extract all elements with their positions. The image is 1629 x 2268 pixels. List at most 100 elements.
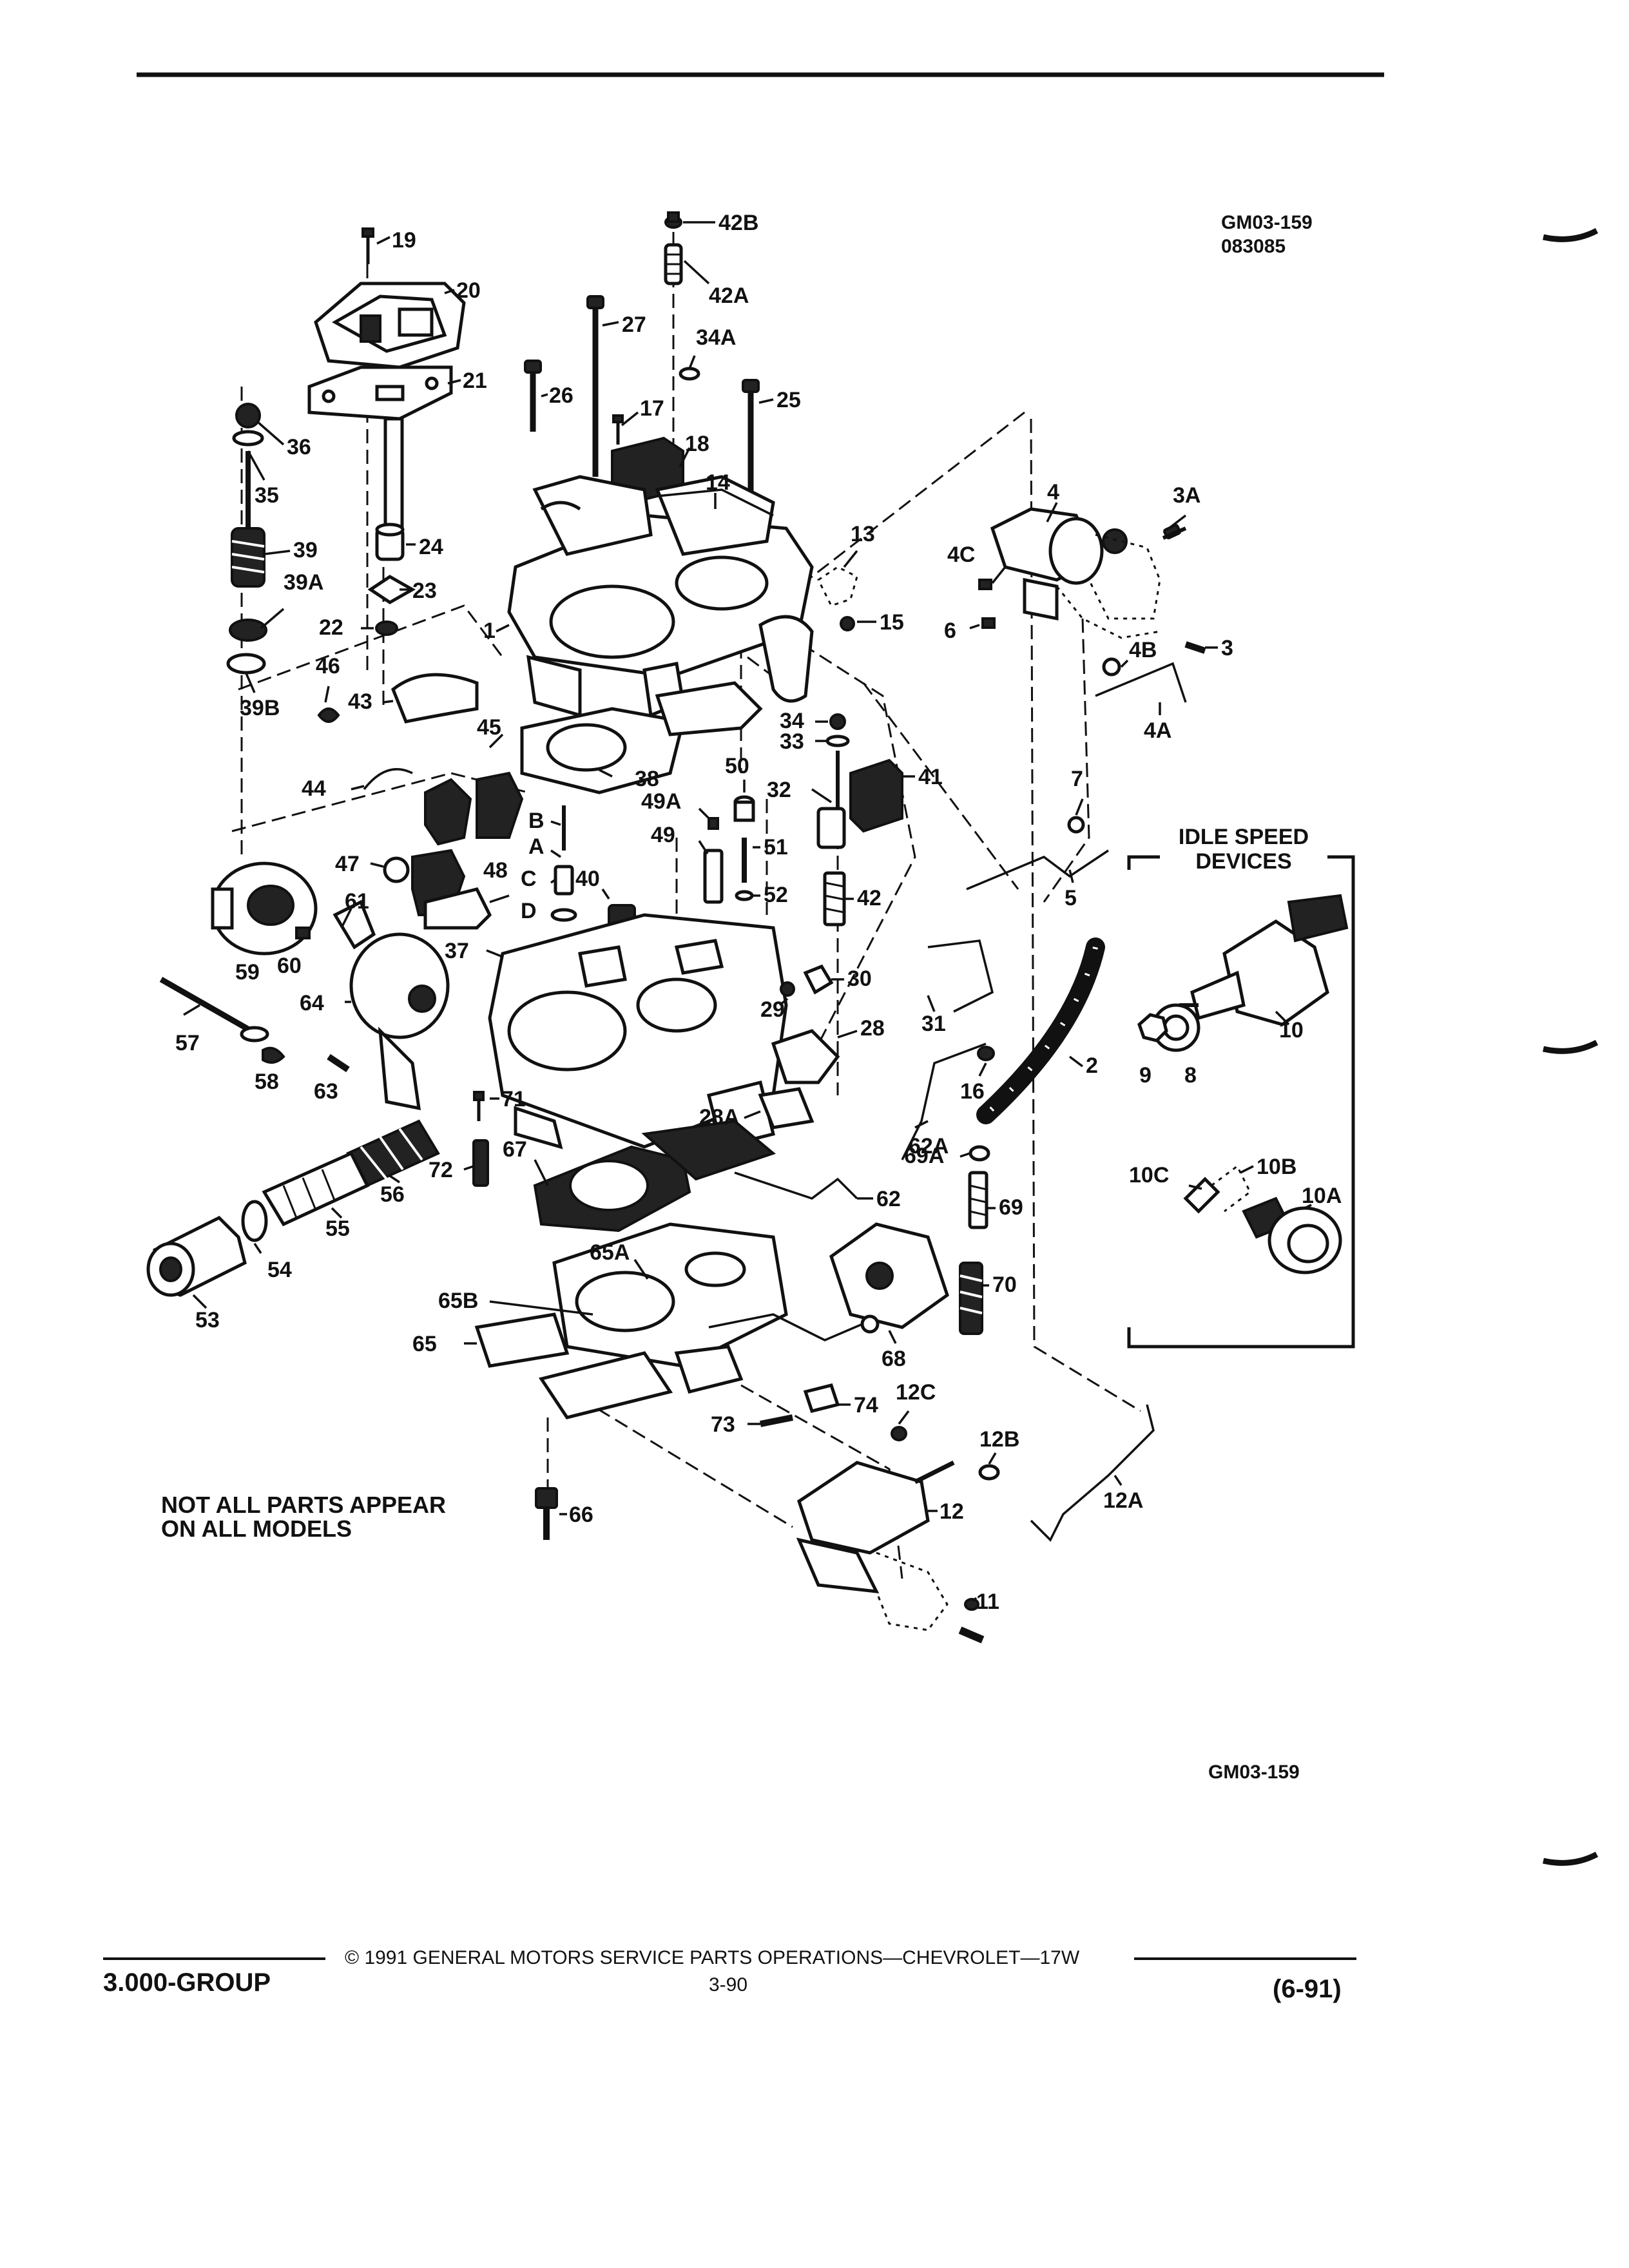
screw-27: [586, 295, 604, 477]
part-71: [473, 1091, 485, 1121]
callout-27: 27: [622, 312, 646, 337]
idle-box-title-1: IDLE SPEED: [1179, 825, 1309, 849]
choke-lever: [758, 615, 814, 703]
line-62A: [901, 1043, 987, 1160]
callout-41: 41: [918, 765, 943, 789]
part-69A: [969, 1145, 990, 1162]
part-15: [840, 616, 855, 631]
callout-59: 59: [235, 960, 260, 985]
callout-7: 7: [1071, 767, 1083, 791]
callout-36: 36: [287, 435, 311, 459]
screw-3: [1184, 641, 1206, 654]
part-16: [977, 1046, 995, 1061]
callout-67: 67: [503, 1137, 527, 1162]
callout-12: 12: [940, 1499, 964, 1524]
gasket-top-right: [655, 681, 763, 736]
figure-code-bottom: GM03-159: [1208, 1762, 1300, 1783]
part-4C: [978, 579, 992, 590]
screw-26: [524, 360, 542, 432]
part-10C: [1183, 1177, 1220, 1214]
callout-42a: 42A: [709, 284, 749, 308]
idle-box-title-2: DEVICES: [1195, 849, 1291, 874]
clip-44: [363, 768, 413, 791]
callout-24: 24: [419, 535, 443, 559]
callout-66: 66: [569, 1503, 593, 1527]
callout-18: 18: [685, 432, 709, 456]
part-22: [375, 620, 398, 636]
callout-23: 23: [412, 579, 437, 603]
callout-3: 3: [1221, 636, 1233, 660]
callout-65b: 65B: [438, 1289, 478, 1313]
callout-14: 14: [706, 470, 730, 495]
screw-3A: [1162, 523, 1187, 540]
callout-35: 35: [255, 483, 279, 508]
callout-60: 60: [277, 954, 302, 978]
lock-washer-8: [1152, 1003, 1200, 1052]
models-note-line2: ON ALL MODELS: [161, 1515, 352, 1542]
callout-72: 72: [429, 1158, 453, 1182]
part-35: [232, 430, 264, 447]
callout-57: 57: [175, 1031, 200, 1055]
callout-65a: 65A: [590, 1240, 630, 1265]
part-29: [780, 981, 795, 997]
part-48: [423, 887, 492, 930]
binder-mark-3: [1543, 1851, 1599, 1866]
callout-55: 55: [325, 1216, 350, 1241]
float-bowl-37: [488, 913, 788, 1149]
air-horn-1: [507, 475, 814, 718]
callout-d: D: [521, 899, 537, 923]
callout-43: 43: [348, 689, 372, 714]
callout-19: 19: [392, 228, 416, 253]
callout-61: 61: [345, 889, 369, 914]
callout-71: 71: [501, 1087, 526, 1111]
part-33: [825, 735, 850, 747]
footer-group: 3.000-GROUP: [103, 1968, 271, 1997]
callout-56: 56: [380, 1182, 405, 1207]
callout-68: 68: [882, 1347, 906, 1371]
part-23: [367, 575, 416, 604]
callout-16: 16: [960, 1079, 985, 1104]
screw-11: [958, 1598, 985, 1644]
models-note-line1: NOT ALL PARTS APPEAR: [161, 1492, 446, 1518]
callout-28: 28: [860, 1016, 885, 1041]
callout-10c: 10C: [1129, 1163, 1169, 1187]
screw-19: [361, 227, 374, 264]
footer-copyright: © 1991 GENERAL MOTORS SERVICE PARTS OPER…: [345, 1947, 1080, 1968]
vacuum-break-12: [796, 1460, 955, 1631]
callout-48: 48: [483, 858, 508, 883]
callout-54: 54: [267, 1258, 292, 1282]
callout-34a: 34A: [696, 325, 736, 350]
callout-47: 47: [335, 852, 360, 876]
part-42A: [664, 243, 683, 285]
leader-lines: [183, 221, 1312, 1602]
callout-12b: 12B: [979, 1427, 1019, 1452]
choke-housing-20: [314, 282, 466, 369]
callout-c: C: [521, 867, 537, 891]
part-52: [735, 890, 754, 901]
callout-44: 44: [302, 776, 326, 801]
callout-21: 21: [463, 369, 487, 393]
part-6: [981, 617, 996, 629]
callout-53: 53: [195, 1308, 220, 1332]
callout-1: 1: [483, 619, 496, 643]
callout-65: 65: [412, 1332, 437, 1356]
callout-12c: 12C: [896, 1380, 936, 1405]
callout-42: 42: [857, 886, 882, 910]
part-60: [295, 927, 311, 939]
footer-page-number: 3-90: [709, 1974, 747, 1995]
callout-4b: 4B: [1129, 638, 1157, 662]
screw-66: [535, 1487, 558, 1540]
callout-46: 46: [316, 654, 340, 678]
callout-5: 5: [1065, 886, 1077, 910]
callout-38: 38: [635, 767, 659, 791]
callout-22: 22: [319, 615, 343, 640]
part-39B: [226, 653, 266, 675]
part-49: [703, 849, 724, 904]
gasket-54: [241, 1200, 268, 1242]
throttle-body-65: [474, 1222, 788, 1419]
choke-shaft: [383, 417, 404, 530]
part-10B: [1211, 1164, 1251, 1213]
callout-10b: 10B: [1257, 1155, 1296, 1179]
